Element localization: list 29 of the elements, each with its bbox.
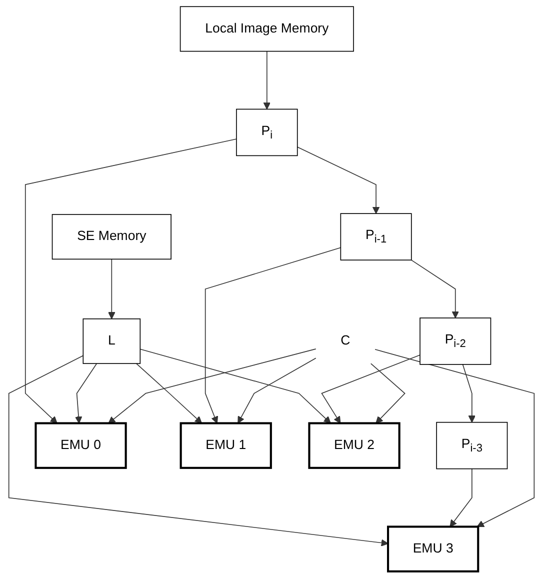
arrow [8,355,388,546]
arrow [374,348,535,528]
arrow [108,348,316,424]
node-box: P$_{i-3}$ [436,422,508,470]
node-box: EMU 2 [308,422,400,469]
arrow [410,260,459,318]
arrow [296,146,380,214]
node-box: EMU 1 [180,422,272,469]
arrow [450,468,472,528]
arrow [462,364,476,423]
node-box: EMU 0 [34,422,127,469]
arrow [263,50,271,110]
node-box: Local Image Memory [180,6,354,52]
arrow [140,348,331,424]
node-box: P$_{i-1}$ [340,213,412,260]
arrow [238,358,316,424]
arrow [24,138,237,424]
node-box: L [82,318,141,364]
arrow [108,258,116,320]
arrow [204,247,342,424]
node-box: P$_{i-2}$ [420,318,492,365]
node-box: P$_{i}$ [236,108,298,156]
arrow [321,354,420,424]
node-text: C [340,334,350,348]
arrow [136,363,202,424]
node-box: SE Memory [52,214,172,260]
arrow [74,363,98,424]
arrow [370,363,406,424]
node-box: EMU 3 [387,526,480,572]
